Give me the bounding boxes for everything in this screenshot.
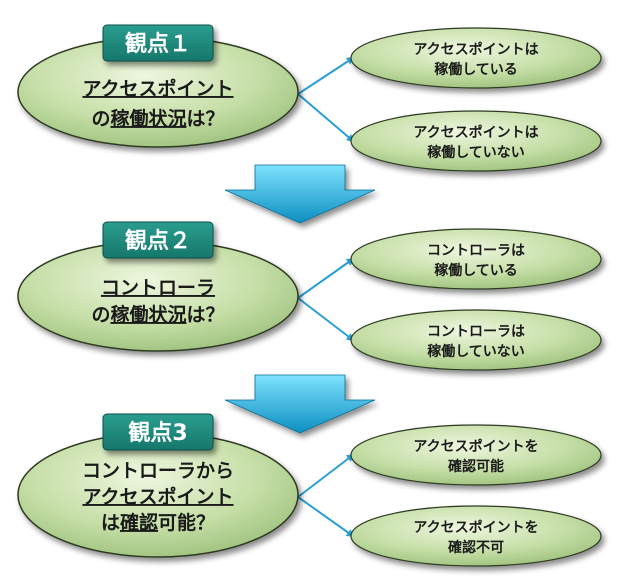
- question-text-part: アクセスポイント: [82, 485, 233, 508]
- outcome-text-line: 稼働していない: [427, 144, 525, 161]
- outcome-ellipse: [350, 228, 602, 290]
- connector-arrow-2: [297, 93, 355, 143]
- outcome-text-line: アクセスポイントを: [413, 438, 538, 455]
- question-text-part: は？: [187, 304, 225, 326]
- outcome-ellipse: [350, 424, 602, 486]
- question-text-part: は: [101, 512, 120, 534]
- question-text-part: コントローラ: [101, 277, 215, 299]
- question-text-part: の: [91, 108, 110, 130]
- question-text-part: 確認: [120, 511, 158, 534]
- question-line-1: コントローラから: [82, 460, 234, 482]
- outcome-text-line: 稼働していない: [427, 343, 525, 360]
- outcome-text-line: 確認可能: [448, 458, 504, 475]
- stage-tag-box: [102, 413, 214, 451]
- question-text-part: 稼働状況: [110, 303, 186, 326]
- stage-tag-label: 観点１: [125, 31, 191, 57]
- stage-tag-box: [102, 221, 214, 259]
- outcome-text-line: 稼働している: [434, 61, 518, 78]
- question-text-part: の: [91, 304, 110, 326]
- question-text-part: コントローラから: [82, 460, 234, 482]
- question-line-2: の稼働状況は？: [91, 107, 224, 130]
- question-line-2: アクセスポイント: [82, 485, 233, 508]
- down-arrow-icon: [224, 164, 376, 224]
- stage-tag-label: 観点２: [125, 228, 191, 254]
- outcome-text-line: アクセスポイントは: [413, 41, 538, 58]
- connector-arrow-1: [297, 453, 355, 498]
- outcome-ellipse: [350, 110, 602, 172]
- connector-arrow-2: [297, 496, 355, 538]
- outcome-text-line: 稼働している: [434, 262, 518, 279]
- question-text-part: 稼働状況: [110, 107, 186, 130]
- outcome-ellipse: [350, 27, 602, 89]
- outcome-text-line: アクセスポイントを: [413, 519, 538, 536]
- stage-3: コントローラからアクセスポイントは確認可能？観点3アクセスポイントを確認可能アク…: [17, 374, 602, 567]
- stage-tag-label: 観点3: [128, 420, 187, 446]
- outcome-text-line: コントローラは: [427, 324, 525, 340]
- connector-arrow-1: [297, 56, 355, 95]
- question-line-3: は確認可能？: [101, 511, 215, 534]
- question-text-part: アクセスポイント: [82, 77, 233, 100]
- stage-tag-box: [102, 24, 214, 62]
- connector-arrow-2: [297, 297, 355, 342]
- question-line-2: の稼働状況は？: [91, 303, 224, 326]
- outcome-text-line: 確認不可: [448, 539, 504, 556]
- outcome-ellipse: [350, 505, 602, 567]
- question-line-1: コントローラ: [101, 277, 215, 299]
- outcome-ellipse: [350, 309, 602, 371]
- down-arrow-icon: [224, 374, 376, 434]
- outcome-text-line: コントローラは: [427, 243, 525, 259]
- connector-arrow-1: [297, 257, 355, 299]
- outcome-text-line: アクセスポイントは: [413, 124, 538, 141]
- question-text-part: は？: [187, 108, 225, 130]
- question-line-1: アクセスポイント: [82, 77, 233, 100]
- question-text-part: 可能？: [158, 511, 215, 534]
